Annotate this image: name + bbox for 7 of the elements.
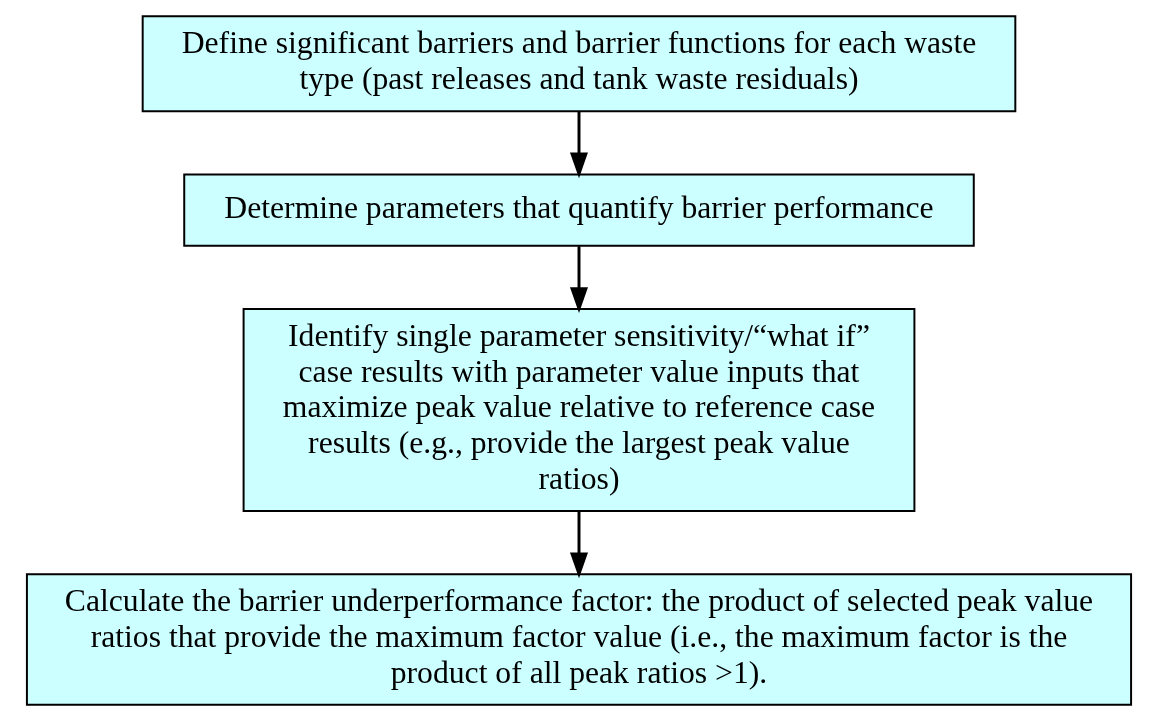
node-box: Calculate the barrier underperformance factor: the product of selected peak value ratios that provide the maximum factor value (i.e., the maximum factor is the product of all peak ratios >1). bbox=[25, 573, 1133, 706]
node-box: Determine parameters that quantify barrier performance bbox=[183, 173, 975, 247]
node-box: Define significant barriers and barrier functions for each waste type (past releases and tank waste residuals) bbox=[141, 15, 1017, 113]
arrow bbox=[569, 510, 589, 579]
arrow bbox=[569, 111, 589, 179]
node-box: Identify single parameter sensitivity/“what if” case results with parameter value inputs that maximize peak value relative to reference case results (e.g., provide the largest peak value ratios) bbox=[242, 308, 916, 512]
arrow bbox=[569, 246, 589, 314]
